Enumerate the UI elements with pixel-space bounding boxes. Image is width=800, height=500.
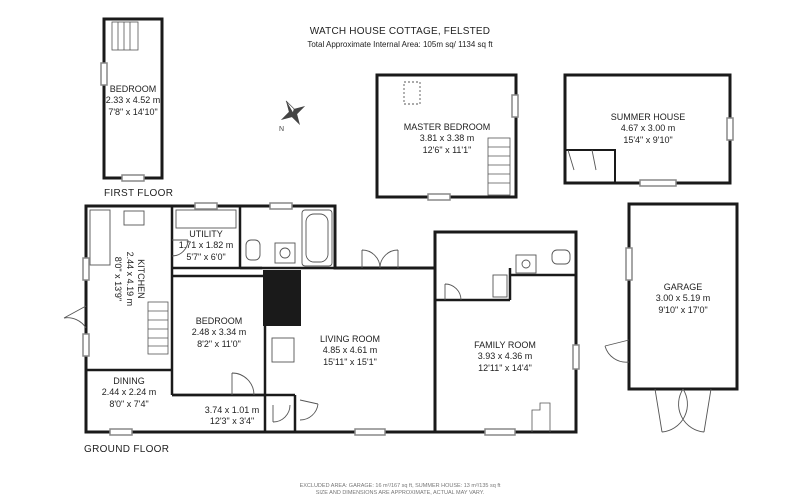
skylight <box>403 81 421 105</box>
window-summer <box>726 117 734 141</box>
plan-title: WATCH HOUSE COTTAGE, FELSTED <box>309 26 491 37</box>
window-master <box>511 94 519 118</box>
window-dining-2 <box>109 428 133 436</box>
window-dining <box>82 333 90 357</box>
room-kitchen: KITCHEN 2.44 x 4.19 m 8'0" x 13'9" <box>113 251 146 307</box>
room-utility: UTILITY 1.71 x 1.82 m 5'7" x 6'0" <box>178 229 234 262</box>
window-master-2 <box>427 193 451 201</box>
window-summer-2 <box>639 179 677 187</box>
room-family-room: FAMILY ROOM 3.93 x 4.36 m 12'11" x 14'4" <box>474 340 536 373</box>
room-hall: 3.74 x 1.01 m 12'3" x 3'4" <box>204 405 260 427</box>
bathtub <box>301 209 333 267</box>
plan-footer: EXCLUDED AREA: GARAGE: 16 m²/167 sq ft, … <box>150 483 650 496</box>
door-hall <box>299 399 319 421</box>
window-bath <box>269 202 293 210</box>
room-garage: GARAGE 3.00 x 5.19 m 9'10" x 17'0" <box>655 282 711 315</box>
footer-disclaimer: SIZE AND DIMENSIONS ARE APPROXIMATE, ACT… <box>315 489 485 496</box>
door-french-living <box>361 249 399 269</box>
room-dining: DINING 2.44 x 2.24 m 8'0" x 7'4" <box>101 376 157 409</box>
room-master-bedroom: MASTER BEDROOM 3.81 x 3.38 m 12'6" x 11'… <box>403 122 491 155</box>
door-garage-front <box>654 388 712 433</box>
wc-basin <box>515 254 537 274</box>
room-living-room: LIVING ROOM 4.85 x 4.61 m 15'11" x 15'1" <box>319 334 380 367</box>
room-bedroom-ground: BEDROOM 2.48 x 3.34 m 8'2" x 11'0" <box>191 316 247 349</box>
summer-house-porch <box>564 149 616 184</box>
shower-tray <box>492 274 508 298</box>
window-family-2 <box>572 344 580 370</box>
door-bedroom <box>231 372 255 396</box>
door-wc <box>444 283 462 301</box>
kitchen-counter <box>89 209 111 266</box>
door-garage-side <box>604 339 630 363</box>
window-garage <box>625 247 633 281</box>
stairs-ground <box>147 301 169 355</box>
footer-excluded-area: EXCLUDED AREA: GARAGE: 16 m²/167 sq ft, … <box>299 483 501 489</box>
door-kitchen-ext <box>63 305 87 329</box>
family-room-outer-wall <box>433 230 578 434</box>
room-bedroom-upper: BEDROOM 2.33 x 4.52 m 7'8" x 14'10" <box>105 84 161 117</box>
wc-toilet <box>551 249 571 265</box>
window-upper-bed-2 <box>121 174 145 182</box>
toilet-bath <box>245 239 261 261</box>
door-utility <box>171 239 189 257</box>
steps-family <box>531 402 551 432</box>
chimney-breast <box>263 270 301 326</box>
window-living <box>354 428 386 436</box>
ground-floor-outer-wall <box>84 204 437 434</box>
first-floor-label: FIRST FLOOR <box>104 188 174 199</box>
window-kitchen <box>82 257 90 281</box>
fireplace <box>271 337 295 363</box>
kitchen-sink <box>123 210 145 226</box>
plan-subtitle: Total Approximate Internal Area: 105m sq… <box>307 40 493 49</box>
compass-north-label: N <box>279 126 284 133</box>
utility-counter <box>175 209 237 229</box>
basin-bath <box>274 242 296 264</box>
ground-floor-label: GROUND FLOOR <box>84 444 170 455</box>
room-summer-house: SUMMER HOUSE 4.67 x 3.00 m 15'4" x 9'10" <box>610 112 686 145</box>
stairs-master <box>487 137 511 196</box>
door-living-hall <box>272 404 291 423</box>
compass-icon <box>280 100 306 126</box>
window-family <box>484 428 516 436</box>
window-utility <box>194 202 218 210</box>
window-upper-bed <box>100 62 108 86</box>
stairs-upper <box>111 21 139 51</box>
door-summer <box>567 149 597 171</box>
